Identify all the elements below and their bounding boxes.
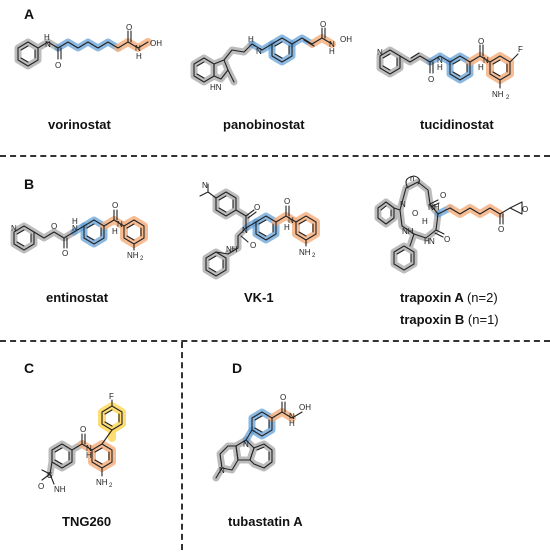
atom-label: O [320, 20, 326, 29]
atom-label: O [284, 197, 290, 206]
atom-label: NH [428, 203, 440, 212]
atom-label: O [440, 191, 446, 200]
panel-letter-b: B [24, 176, 35, 192]
compound-name-vk1: VK-1 [244, 290, 274, 305]
atom-label: 2 [312, 253, 316, 259]
structure-tucidinostat: N O O H N H N F NH 2 [376, 37, 523, 101]
atom-label: O [280, 393, 286, 402]
trapoxin-a-note: (n=2) [466, 290, 498, 305]
atom-label: O [55, 61, 61, 70]
atom-label: O [522, 205, 528, 214]
structure-entinostat: N O O H N O H N NH 2 [10, 201, 148, 262]
compound-name-entinostat: entinostat [46, 290, 109, 305]
atom-label: O [51, 222, 57, 231]
divider-ab [0, 155, 550, 157]
panel-letter-d: D [232, 360, 243, 376]
atom-label: N [219, 466, 225, 475]
atom-label: O [126, 23, 132, 32]
atom-label: H [289, 419, 295, 428]
atom-label: S [47, 471, 52, 480]
atom-label: OH [299, 403, 311, 412]
atom-label: N [437, 56, 443, 65]
trapoxin-b-note: (n=1) [467, 312, 499, 327]
divider-bc [0, 340, 550, 342]
atom-label: H [72, 217, 78, 226]
structure-tng260: F O H N NH 2 S O NH [38, 392, 126, 494]
atom-label: H [422, 217, 428, 226]
atom-label: N [11, 224, 17, 233]
panel-letter-a: A [24, 6, 35, 22]
atom-label: NH [127, 251, 139, 260]
trapoxin-b-name: trapoxin B [400, 312, 465, 327]
atom-label: O [412, 209, 418, 218]
atom-label: N [86, 444, 92, 453]
compound-name-trapoxin-b: trapoxin B (n=1) [400, 312, 499, 327]
atom-label: O [38, 482, 44, 491]
atom-label: NH [54, 485, 66, 494]
divider-cd [181, 342, 183, 550]
atom-label: 2 [109, 483, 113, 489]
atom-label: H [248, 35, 254, 44]
atom-label: H [284, 223, 290, 232]
atom-label: OH [150, 39, 162, 48]
atom-label: NH [299, 248, 311, 257]
atom-label: O [80, 425, 86, 434]
structure-panobinostat: HN H N O H N OH [190, 20, 352, 92]
atom-label: N [117, 220, 123, 229]
atom-label: H [329, 47, 335, 56]
structure-vorinostat: H N O O H N OH [14, 23, 162, 70]
atom-label: H [86, 451, 92, 460]
atom-label: O [478, 37, 484, 46]
atom-label: N [400, 200, 406, 209]
compound-name-trapoxin-a: trapoxin A (n=2) [400, 290, 498, 305]
atom-label: N [45, 40, 51, 49]
atom-label: NH [96, 478, 108, 487]
atom-label: F [109, 392, 114, 401]
atom-label: 2 [140, 256, 144, 262]
atom-label: N [256, 47, 262, 56]
compound-name-vorinostat: vorinostat [48, 117, 111, 132]
atom-label: N [329, 40, 335, 49]
atom-label: H [44, 33, 50, 42]
atom-label: O [112, 201, 118, 210]
atom-label: N [289, 412, 295, 421]
structure-vk1: N O N O NH O H N NH 2 [199, 181, 320, 280]
panel-letter-c: C [24, 360, 35, 376]
compound-name-panobinostat: panobinostat [223, 117, 305, 132]
atom-label: n [410, 174, 414, 183]
atom-label: NH [226, 245, 238, 254]
atom-label: N [243, 440, 249, 449]
atom-label: NH [402, 227, 414, 236]
structure-trapoxin: n N O O H NH NH H N O O O [374, 174, 528, 274]
atom-label: F [518, 45, 523, 54]
atom-label: HN [210, 83, 222, 92]
atom-label: O [498, 225, 504, 234]
structure-tubastatin-a: N N O H N OH [212, 393, 311, 482]
atom-label: 2 [506, 95, 510, 101]
atom-label: O [62, 249, 68, 258]
atom-label: NH [492, 90, 504, 99]
atom-label: H [437, 63, 443, 72]
atom-label: N [483, 56, 489, 65]
atom-label: N [202, 181, 208, 190]
atom-label: H [478, 63, 484, 72]
atom-label: O [250, 241, 256, 250]
compound-name-tucidinostat: tucidinostat [420, 117, 494, 132]
trapoxin-a-name: trapoxin A [400, 290, 464, 305]
atom-label: N [72, 224, 78, 233]
atom-label: N [377, 48, 383, 57]
atom-label: H [112, 227, 118, 236]
atom-label: OH [340, 35, 352, 44]
atom-label: N [288, 216, 294, 225]
atom-label: N [135, 44, 141, 53]
atom-label: O [428, 75, 434, 84]
atom-label: H [136, 52, 142, 61]
atom-label: H [424, 237, 430, 246]
compound-name-tubastatin-a: tubastatin A [228, 514, 303, 529]
atom-label: O [254, 203, 260, 212]
atom-label: O [444, 235, 450, 244]
compound-name-tng260: TNG260 [62, 514, 112, 529]
atom-label: N [429, 237, 435, 246]
atom-label: N [242, 226, 248, 235]
